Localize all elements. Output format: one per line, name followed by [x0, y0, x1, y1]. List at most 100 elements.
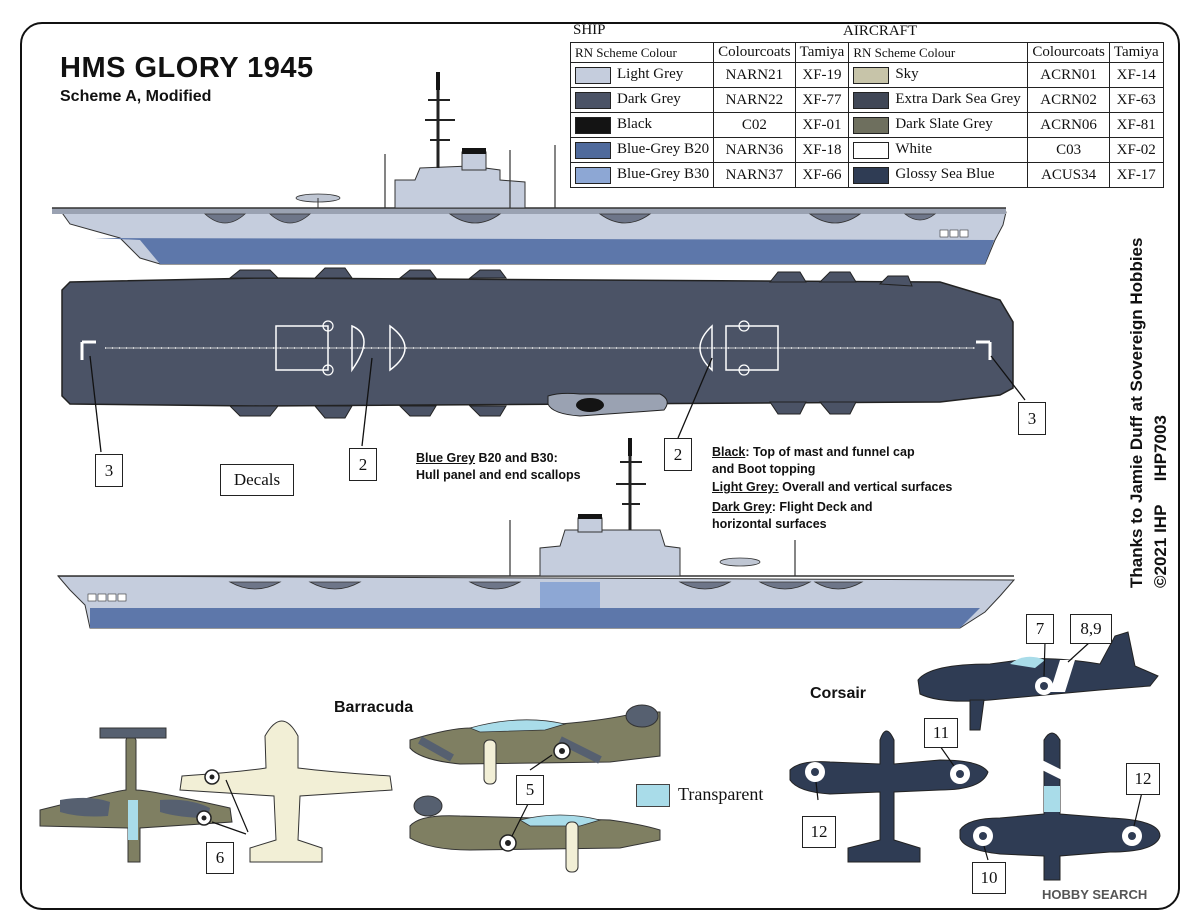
barracuda-underside-view	[179, 720, 393, 863]
colour-table-header: RN Scheme Colour Colourcoats Tamiya RN S…	[569, 42, 1164, 63]
page-title: HMS GLORY 1945	[60, 52, 314, 84]
ship-colour-swatch	[575, 91, 611, 109]
note-blue-grey-line2: Hull panel and end scallops	[416, 468, 581, 482]
ship-colour-name: Blue-Grey B20	[569, 137, 715, 163]
aircraft-colour-label: Sky	[895, 66, 919, 83]
callout-2-left: 2	[349, 448, 377, 481]
ship-plan-view	[61, 267, 1026, 453]
aircraft-leaders	[211, 641, 1143, 861]
note-light-grey-title: Light Grey:	[712, 480, 779, 494]
aircraft-colour-swatch	[853, 116, 890, 134]
ship-side-profile-upper	[51, 72, 1007, 265]
col-rn-scheme-aircraft: RN Scheme Colour	[848, 42, 1029, 63]
aircraft-colour-swatch	[853, 166, 890, 184]
callout-12-right: 12	[1126, 763, 1160, 795]
corsair-side-view	[917, 631, 1159, 731]
aircraft-colourcoats-code: ACRN06	[1027, 112, 1110, 138]
aircraft-colour-label: Dark Slate Grey	[895, 116, 993, 133]
note-black-rest: : Top of mast and funnel cap	[745, 445, 915, 459]
aircraft-colour-label: White	[895, 141, 932, 158]
note-dark-grey: Dark Grey: Flight Deck and horizontal su…	[712, 499, 872, 533]
aircraft-colour-swatch	[853, 141, 890, 159]
ship-colourcoats-code: NARN22	[713, 87, 796, 113]
callout-5: 5	[516, 775, 544, 805]
corsair-top-view-left	[789, 730, 989, 863]
callout-7: 7	[1026, 614, 1054, 644]
aircraft-colour-label: Extra Dark Sea Grey	[895, 91, 1021, 108]
ship-heading: SHIP	[573, 22, 606, 38]
callout-2-right: 2	[664, 438, 692, 471]
ship-colour-label: Blue-Grey B30	[617, 166, 710, 183]
aircraft-colour-swatch	[853, 91, 890, 109]
page-subtitle: Scheme A, Modified	[60, 88, 212, 105]
note-dark-grey-line2: horizontal surfaces	[712, 517, 827, 531]
barracuda-top-view	[39, 727, 233, 863]
sheet-border	[20, 22, 1180, 910]
aircraft-colour-swatch	[853, 66, 890, 84]
callout-3-right: 3	[1018, 402, 1046, 435]
barracuda-side-view-lower	[409, 795, 661, 873]
ship-colour-label: Light Grey	[617, 66, 684, 83]
callout-12-left: 12	[802, 816, 836, 848]
note-blue-grey-rest: B20 and B30:	[475, 451, 558, 465]
col-tamiya: Tamiya	[794, 42, 850, 63]
ship-colour-label: Dark Grey	[617, 91, 681, 108]
note-blue-grey: Blue Grey B20 and B30: Hull panel and en…	[416, 450, 581, 484]
roundels	[196, 677, 1142, 852]
ship-colour-swatch	[575, 116, 611, 134]
aircraft-colour-name: Dark Slate Grey	[848, 112, 1029, 138]
callout-3-left: 3	[95, 454, 123, 487]
aircraft-colourcoats-code: C03	[1027, 137, 1110, 163]
aircraft-heading: AIRCRAFT	[843, 23, 918, 39]
ship-tamiya-code: XF-18	[794, 137, 850, 163]
callout-10: 10	[972, 862, 1006, 894]
aircraft-tamiya-code: XF-02	[1108, 137, 1164, 163]
ship-tamiya-code: XF-01	[794, 112, 850, 138]
corsair-top-view-right	[959, 732, 1161, 881]
ship-colour-label: Black	[617, 116, 652, 133]
note-dark-grey-rest: : Flight Deck and	[771, 500, 873, 514]
aircraft-colourcoats-code: ACUS34	[1027, 162, 1110, 188]
callout-6: 6	[206, 842, 234, 874]
ship-tamiya-code: XF-19	[794, 62, 850, 88]
ship-colour-swatch	[575, 166, 611, 184]
note-black-line2: and Boot topping	[712, 462, 816, 476]
ship-side-profile-lower	[56, 438, 1016, 629]
aircraft-colour-name: Glossy Sea Blue	[848, 162, 1029, 188]
corsair-label: Corsair	[810, 685, 867, 702]
transparent-label: Transparent	[678, 784, 764, 804]
barracuda-label: Barracuda	[334, 699, 414, 716]
aircraft-colourcoats-code: ACRN02	[1027, 87, 1110, 113]
note-dark-grey-title: Dark Grey	[712, 500, 772, 514]
ship-colour-label: Blue-Grey B20	[617, 141, 710, 158]
note-light-grey: Light Grey: Overall and vertical surface…	[712, 479, 952, 496]
aircraft-colour-label: Glossy Sea Blue	[895, 166, 995, 183]
note-light-grey-rest: Overall and vertical surfaces	[778, 480, 953, 494]
colour-table: RN Scheme Colour Colourcoats Tamiya RN S…	[569, 42, 1164, 188]
aircraft-tamiya-code: XF-81	[1108, 112, 1164, 138]
aircraft-colour-name: Extra Dark Sea Grey	[848, 87, 1029, 113]
callout-11: 11	[924, 718, 958, 748]
aircraft-tamiya-code: XF-63	[1108, 87, 1164, 113]
ship-colour-swatch	[575, 66, 611, 84]
ship-colour-name: Light Grey	[569, 62, 715, 88]
aircraft-tamiya-code: XF-17	[1108, 162, 1164, 188]
ship-colour-name: Black	[569, 112, 715, 138]
ship-colour-name: Blue-Grey B30	[569, 162, 715, 188]
note-black: Black: Top of mast and funnel cap and Bo…	[712, 444, 915, 478]
callout-8-9: 8,9	[1070, 614, 1112, 644]
ship-colour-swatch	[575, 141, 611, 159]
ship-tamiya-code: XF-66	[794, 162, 850, 188]
ship-colourcoats-code: C02	[713, 112, 796, 138]
watermark: HOBBY SEARCH	[1042, 887, 1148, 902]
ship-colour-name: Dark Grey	[569, 87, 715, 113]
aircraft-tamiya-code: XF-14	[1108, 62, 1164, 88]
decals-label: Decals	[220, 464, 294, 496]
aircraft-colour-name: White	[848, 137, 1029, 163]
